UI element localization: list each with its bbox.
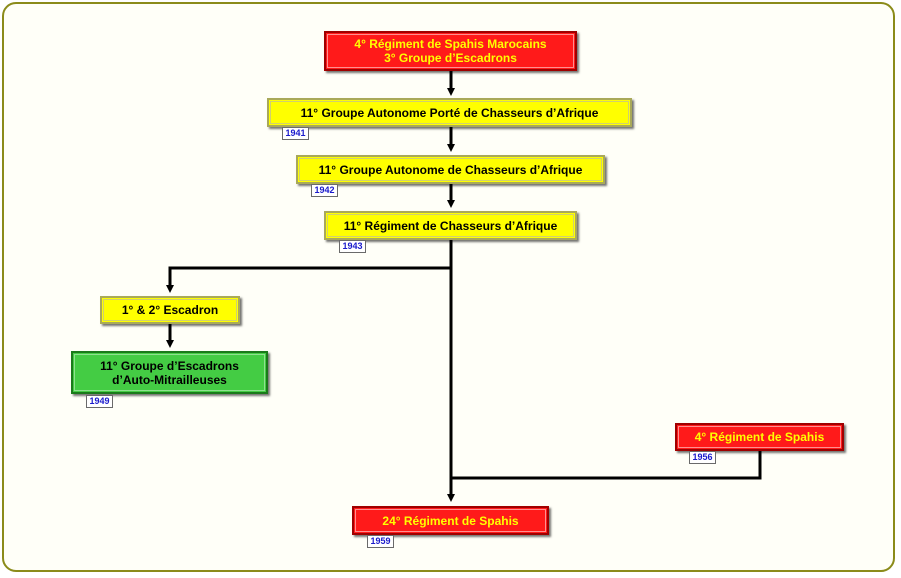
node-11e-rca: 11° Régiment de Chasseurs d’Afrique xyxy=(324,211,577,240)
node-escadron: 1° & 2° Escadron xyxy=(100,296,240,324)
node-4e-spahis-marocains: 4° Régiment de Spahis Marocains 3° Group… xyxy=(324,31,577,71)
node-24e-spahis-label: 24° Régiment de Spahis xyxy=(382,513,519,528)
node-11e-gea-line1: 11° Groupe d’Escadrons xyxy=(100,358,239,373)
edge-rca-escadron xyxy=(166,266,451,293)
node-11e-gea: 11° Groupe d’Escadrons d’Auto-Mitrailleu… xyxy=(71,351,268,394)
year-badge-1949: 1949 xyxy=(86,395,113,408)
node-4e-spahis-marocains-line2: 3° Groupe d’Escadrons xyxy=(384,51,517,65)
year-badge-1941: 1941 xyxy=(282,127,309,140)
node-escadron-label: 1° & 2° Escadron xyxy=(121,303,219,317)
node-11e-gea-line2: d’Auto-Mitrailleuses xyxy=(112,372,227,387)
node-11e-gapca-label: 11° Groupe Autonome Porté de Chasseurs d… xyxy=(300,105,599,120)
node-4e-spahis-label: 4° Régiment de Spahis xyxy=(694,430,825,444)
node-11e-rca-label: 11° Régiment de Chasseurs d’Afrique xyxy=(343,218,558,233)
node-11e-gaca-label: 11° Groupe Autonome de Chasseurs d’Afriq… xyxy=(318,162,583,177)
node-4e-spahis-marocains-line1: 4° Régiment de Spahis Marocains xyxy=(354,37,547,51)
year-badge-1942: 1942 xyxy=(311,184,338,197)
node-11e-gapca: 11° Groupe Autonome Porté de Chasseurs d… xyxy=(267,98,632,127)
node-4e-spahis: 4° Régiment de Spahis xyxy=(675,423,844,451)
node-24e-spahis: 24° Régiment de Spahis xyxy=(352,506,549,535)
year-badge-1956: 1956 xyxy=(689,451,716,464)
edge-spahis4-spahis24 xyxy=(451,451,762,480)
year-badge-1943: 1943 xyxy=(339,240,366,253)
node-11e-gaca: 11° Groupe Autonome de Chasseurs d’Afriq… xyxy=(296,155,605,184)
year-badge-1959: 1959 xyxy=(367,535,394,548)
